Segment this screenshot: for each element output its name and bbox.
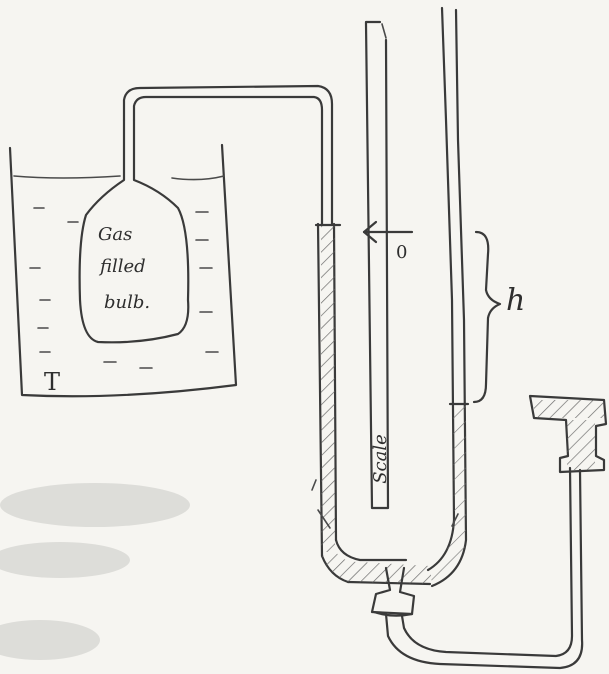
height-label: h bbox=[506, 286, 525, 316]
manometer-left-arm bbox=[316, 224, 348, 582]
scale-label: Scale bbox=[372, 434, 390, 484]
height-brace bbox=[474, 232, 500, 402]
mercury-reservoir bbox=[530, 396, 606, 472]
zero-mark-label: 0 bbox=[396, 244, 407, 262]
capillary-tube bbox=[124, 86, 332, 224]
bulb-label-line-1: Gas bbox=[98, 226, 132, 244]
bath-temperature-label: T bbox=[44, 370, 60, 394]
zero-arrow bbox=[364, 222, 412, 242]
bulb-label-line-2: filled bbox=[100, 258, 146, 276]
paper-smudge bbox=[0, 483, 190, 660]
manometer-right-arm bbox=[428, 8, 468, 586]
bulb-label-line-3: bulb. bbox=[104, 294, 150, 312]
